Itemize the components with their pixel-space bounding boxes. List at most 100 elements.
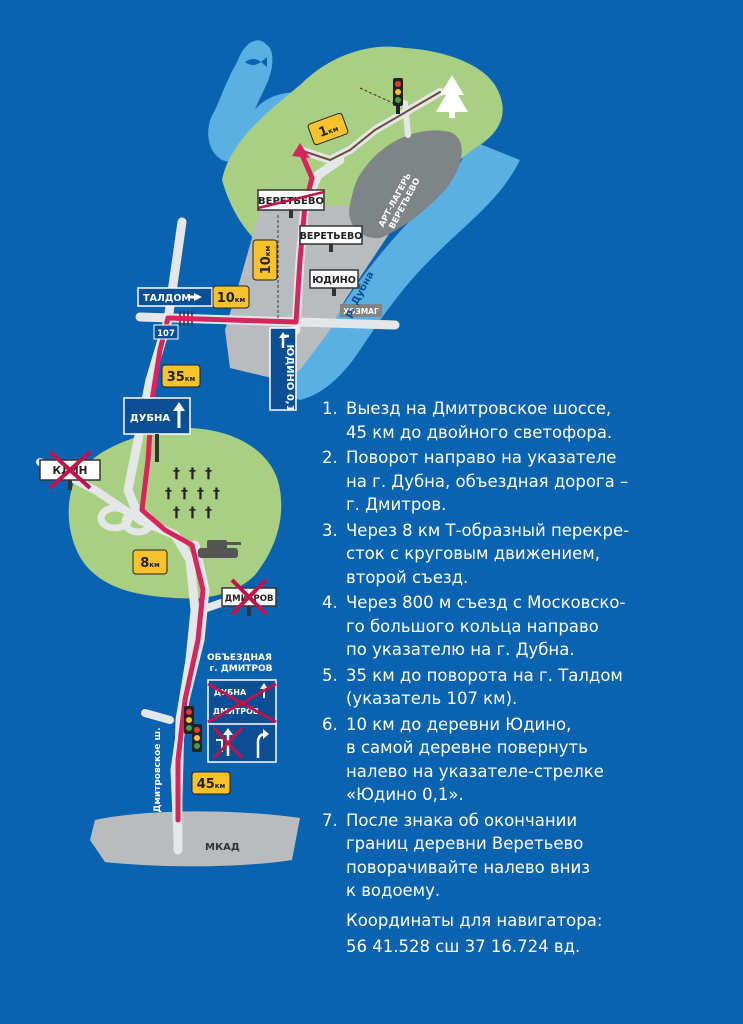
dimension-lines [277, 87, 396, 318]
step-line: поворачивайте налево вниз [346, 857, 590, 877]
sign-klin: КЛИН [39, 450, 101, 490]
step-line: Через 800 м съезд с Московско- [346, 593, 626, 612]
direction-step: 3. Через 8 км Т-образный перекре-сток с к… [322, 519, 732, 590]
step-line: «Юдино 0,1». [346, 785, 464, 804]
step-line: границ деревни Веретьево [346, 834, 584, 853]
step-text: 10 км до деревни Юдино, в самой деревне п… [346, 713, 732, 807]
svg-text:†: † [197, 486, 204, 502]
direction-step: 1. Выезд на Дмитровское шоссе, 45 км до дв… [322, 397, 732, 444]
tree-icon [436, 75, 468, 118]
distance-10km: 10км [212, 285, 250, 309]
svg-text:45км: 45км [197, 777, 226, 792]
step-line: к водоему. [346, 881, 441, 900]
step-line: 45 км до двойного светофора. [346, 422, 613, 442]
direction-panel: ДУБНА ДМИТРОВ [207, 679, 277, 729]
bypass-label: ОБЪЕЗДНАЯ г. ДМИТРОВ [207, 653, 275, 674]
svg-text:†: † [165, 486, 172, 502]
svg-text:ДУБНА: ДУБНА [130, 413, 171, 424]
svg-text:ЮДИНО: ЮДИНО [312, 275, 356, 286]
sign-yudino-arrow: ЮДИНО 0,1 [269, 327, 297, 412]
svg-text:ХОЗМАГ: ХОЗМАГ [343, 307, 379, 316]
svg-text:†: † [189, 505, 196, 521]
svg-text:†: † [189, 466, 196, 482]
svg-text:†: † [213, 486, 220, 502]
step-text: Через 8 км Т-образный перекре-сток с кру… [346, 519, 732, 590]
step-line: в самой деревне повернуть [346, 738, 588, 757]
svg-text:10км: 10км [259, 245, 274, 274]
cemetery-icon: ††† †††† ††† [165, 466, 220, 521]
svg-text:ВЕРЕТЬЕВО: ВЕРЕТЬЕВО [258, 196, 324, 207]
highway-label: Дмитровское ш. [153, 727, 163, 812]
sign-veretevo: ВЕРЕТЬЕВО [299, 225, 363, 252]
step-line: (указатель 107 км). [346, 689, 518, 708]
svg-text:†: † [181, 486, 188, 502]
sign-yudino: ЮДИНО [309, 269, 359, 296]
tank-icon [198, 540, 241, 558]
svg-text:†: † [205, 466, 212, 482]
step-number: 1. [322, 399, 338, 418]
svg-text:1км: 1км [317, 120, 341, 141]
step-text: После знака об окончании границ деревни В… [346, 809, 732, 903]
step-number: 7. [322, 810, 338, 830]
direction-step: 5. 35 км до поворота на г. Талдом (указате… [322, 664, 732, 711]
step-line: г. Дмитров. [346, 495, 447, 514]
step-text: Через 800 м съезд с Московско-го большог… [346, 591, 732, 662]
step-line: Поворот направо на указателе [346, 448, 617, 467]
art-camp-area [349, 130, 462, 239]
navigator-coordinates: Координаты для навигатора: 56 41.528 сш … [322, 908, 732, 960]
step-number: 3. [322, 520, 338, 540]
direction-step: 4. Через 800 м съезд с Московско-го больш… [322, 591, 732, 662]
step-line: по указателю на г. Дубна. [346, 640, 575, 659]
distance-1km: 1км [307, 112, 349, 146]
lane-sign [207, 723, 277, 763]
distance-8km: 8км [132, 549, 168, 575]
sign-dmitrov: ДМИТРОВ [221, 578, 277, 616]
svg-text:ТАЛДОМ: ТАЛДОМ [143, 293, 191, 304]
direction-step: 7. После знака об окончании границ деревни… [322, 809, 732, 903]
directions-list: 1. Выезд на Дмитровское шоссе, 45 км до дв… [322, 397, 732, 903]
svg-text:35км: 35км [167, 370, 196, 385]
sign-dubna: ДУБНА [123, 397, 191, 462]
river-dubna [275, 140, 520, 400]
mkad-label: МКАД [205, 842, 240, 853]
step-line: налево на указателе-стрелке [346, 761, 604, 781]
step-text: Поворот направо на указателе на г. Дубна,… [346, 446, 732, 517]
step-number: 4. [322, 593, 338, 612]
traffic-light-icon [393, 78, 403, 114]
step-line: После знака об окончании [346, 810, 578, 830]
route-arrow [292, 143, 310, 158]
step-line: Выезд на Дмитровское шоссе, [346, 399, 612, 418]
direction-step: 2. Поворот направо на указателе на г. Дубн… [322, 446, 732, 517]
svg-text:†: † [173, 466, 180, 482]
step-line: 10 км до деревни Юдино, [346, 714, 572, 734]
direction-step: 6. 10 км до деревни Юдино, в самой деревне… [322, 713, 732, 807]
svg-text:ВЕРЕТЬЕВО: ВЕРЕТЬЕВО [300, 231, 363, 242]
step-number: 6. [322, 714, 338, 734]
step-line: го большого кольца направо [346, 616, 599, 636]
step-text: Выезд на Дмитровское шоссе, 45 км до двой… [346, 397, 732, 444]
sign-veretevo-end: ВЕРЕТЬЕВО [257, 189, 325, 218]
step-number: 5. [322, 665, 338, 685]
step-line: второй съезд. [346, 567, 469, 587]
svg-text:8км: 8км [140, 556, 160, 571]
svg-text:107: 107 [157, 329, 175, 339]
svg-text:ДУБНА: ДУБНА [214, 688, 247, 697]
svg-text:†: † [205, 505, 212, 521]
svg-text:ЮДИНО 0,1: ЮДИНО 0,1 [284, 344, 295, 411]
mkad-area [90, 811, 300, 867]
step-line: 35 км до поворота на г. Талдом [346, 665, 623, 685]
step-line: на г. Дубна, объездная дорога – [346, 471, 629, 491]
step-number: 2. [322, 448, 338, 467]
sign-khozmag: ХОЗМАГ [340, 304, 382, 317]
distance-35km: 35км [161, 364, 201, 388]
step-line: сток с круговым движением, [346, 544, 600, 563]
step-text: 35 км до поворота на г. Талдом (указатель… [346, 664, 732, 711]
distance-10km-vertical: 10км [252, 239, 278, 281]
sign-road-107: 107 [153, 324, 179, 340]
step-line: Через 8 км Т-образный перекре- [346, 520, 630, 540]
camp-road-detail [299, 91, 441, 162]
directions-panel: 1. Выезд на Дмитровское шоссе, 45 км до дв… [322, 397, 732, 960]
svg-text:10км: 10км [217, 291, 246, 306]
